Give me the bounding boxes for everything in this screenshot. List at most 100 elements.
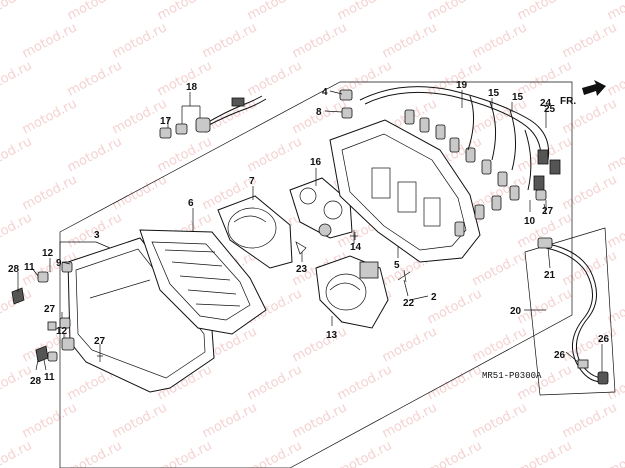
callout-24: 24 — [540, 98, 552, 109]
callout-19: 19 — [456, 80, 468, 91]
watermark-text: motod.ru — [155, 58, 215, 99]
watermark-text: motod.ru — [470, 400, 530, 441]
callout-22: 22 — [403, 298, 415, 309]
callout-28-bottom: 28 — [30, 376, 42, 387]
watermark-text: motod.ru — [560, 20, 620, 61]
watermark-text: motod.ru — [245, 0, 305, 24]
watermark-text: motod.ru — [515, 362, 575, 403]
watermark-text: motod.ru — [605, 134, 625, 175]
callout-13: 13 — [326, 330, 338, 341]
watermark-text: motod.ru — [0, 210, 35, 251]
callout-14: 14 — [350, 242, 362, 253]
gauge-unit — [289, 177, 353, 239]
watermark-text: motod.ru — [560, 324, 620, 365]
callout-23: 23 — [296, 264, 308, 275]
watermark-text: motod.ru — [245, 438, 305, 468]
watermark-text: motod.ru — [470, 248, 530, 289]
watermark-text: motod.ru — [110, 20, 170, 61]
callout-27-right: 27 — [542, 206, 554, 217]
callout-10: 10 — [524, 216, 536, 227]
callout-26-left: 26 — [554, 350, 566, 361]
callout-11-top: 11 — [24, 262, 35, 273]
watermark-text: motod.ru — [425, 362, 485, 403]
watermark-text: motod.ru — [290, 324, 350, 365]
watermark-text: motod.ru — [515, 438, 575, 468]
watermark-text: motod.ru — [20, 20, 80, 61]
callout-18: 18 — [186, 82, 198, 93]
meter-lower-case — [329, 119, 481, 263]
watermark-text: motod.ru — [515, 0, 575, 24]
callout-15b: 15 — [512, 92, 524, 103]
watermark-text: motod.ru — [20, 172, 80, 213]
watermark-text: motod.ru — [65, 438, 125, 468]
watermark-text: motod.ru — [245, 362, 305, 403]
watermark-text: motod.ru — [560, 172, 620, 213]
callout-20: 20 — [510, 306, 522, 317]
speedometer-cable — [537, 237, 609, 385]
callout-15a: 15 — [488, 88, 500, 99]
watermark-text: motod.ru — [335, 438, 395, 468]
callout-28-top: 28 — [8, 264, 20, 275]
watermark-text: motod.ru — [155, 0, 215, 24]
callout-16: 16 — [310, 157, 322, 168]
assembly-frame — [59, 81, 573, 468]
small-fasteners — [11, 89, 547, 363]
callout-4: 4 — [322, 87, 328, 98]
diagram-code: MR51-P0300A — [482, 371, 542, 381]
watermark-text: motod.ru — [0, 134, 35, 175]
watermark-text: motod.ru — [200, 20, 260, 61]
watermark-text: motod.ru — [605, 0, 625, 24]
watermark-text: motod.ru — [470, 324, 530, 365]
watermark-text: motod.ru — [290, 400, 350, 441]
callout-8: 8 — [316, 107, 322, 118]
wire-harness — [359, 86, 561, 191]
callout-27-left: 27 — [44, 304, 56, 315]
callout-25: 25 — [544, 104, 556, 115]
callout-9: 9 — [56, 258, 62, 269]
meter-upper-case — [139, 229, 267, 335]
bulb-sockets — [404, 109, 520, 237]
callout-12-top: 12 — [42, 248, 54, 259]
direction-label: FR. — [560, 96, 576, 107]
callout-17: 17 — [160, 116, 172, 127]
watermark-text: motod.ru — [380, 400, 440, 441]
watermark-text: motod.ru — [65, 58, 125, 99]
watermark-text: motod.ru — [245, 134, 305, 175]
watermark-text: motod.ru — [605, 286, 625, 327]
watermark-text: motod.ru — [605, 438, 625, 468]
callout-3: 3 — [94, 230, 100, 241]
watermark-text: motod.ru — [380, 324, 440, 365]
watermark-text: motod.ru — [335, 362, 395, 403]
watermark-text: motod.ru — [470, 20, 530, 61]
watermark-text: motod.ru — [0, 58, 35, 99]
speedometer-unit — [315, 255, 389, 329]
watermark-text: motod.ru — [425, 438, 485, 468]
watermark-text: motod.ru — [65, 134, 125, 175]
socket-assembly — [195, 95, 267, 133]
callout-6: 6 — [188, 198, 194, 209]
watermark-text: motod.ru — [560, 400, 620, 441]
watermark-text: motod.ru — [20, 96, 80, 137]
forward-arrow-icon — [582, 80, 606, 96]
callout-12-bottom: 12 — [56, 326, 68, 337]
watermark-text: motod.ru — [110, 400, 170, 441]
watermark-text: motod.ru — [65, 0, 125, 24]
watermark-text: motod.ru — [380, 20, 440, 61]
watermark-text: motod.ru — [335, 0, 395, 24]
watermark-text: motod.ru — [20, 400, 80, 441]
callout-2: 2 — [431, 292, 437, 303]
watermark-text: motod.ru — [200, 400, 260, 441]
watermark-text: motod.ru — [0, 438, 35, 468]
tachometer-unit — [217, 195, 293, 269]
watermark-text: motod.ru — [290, 20, 350, 61]
callout-27-bottom: 27 — [94, 336, 106, 347]
callout-21: 21 — [544, 270, 556, 281]
watermark-text: motod.ru — [605, 58, 625, 99]
watermark-text: motod.ru — [425, 0, 485, 24]
watermark-text: motod.ru — [515, 58, 575, 99]
watermark-text: motod.ru — [155, 438, 215, 468]
watermark-text: motod.ru — [155, 134, 215, 175]
watermark-text: motod.ru — [0, 0, 35, 24]
